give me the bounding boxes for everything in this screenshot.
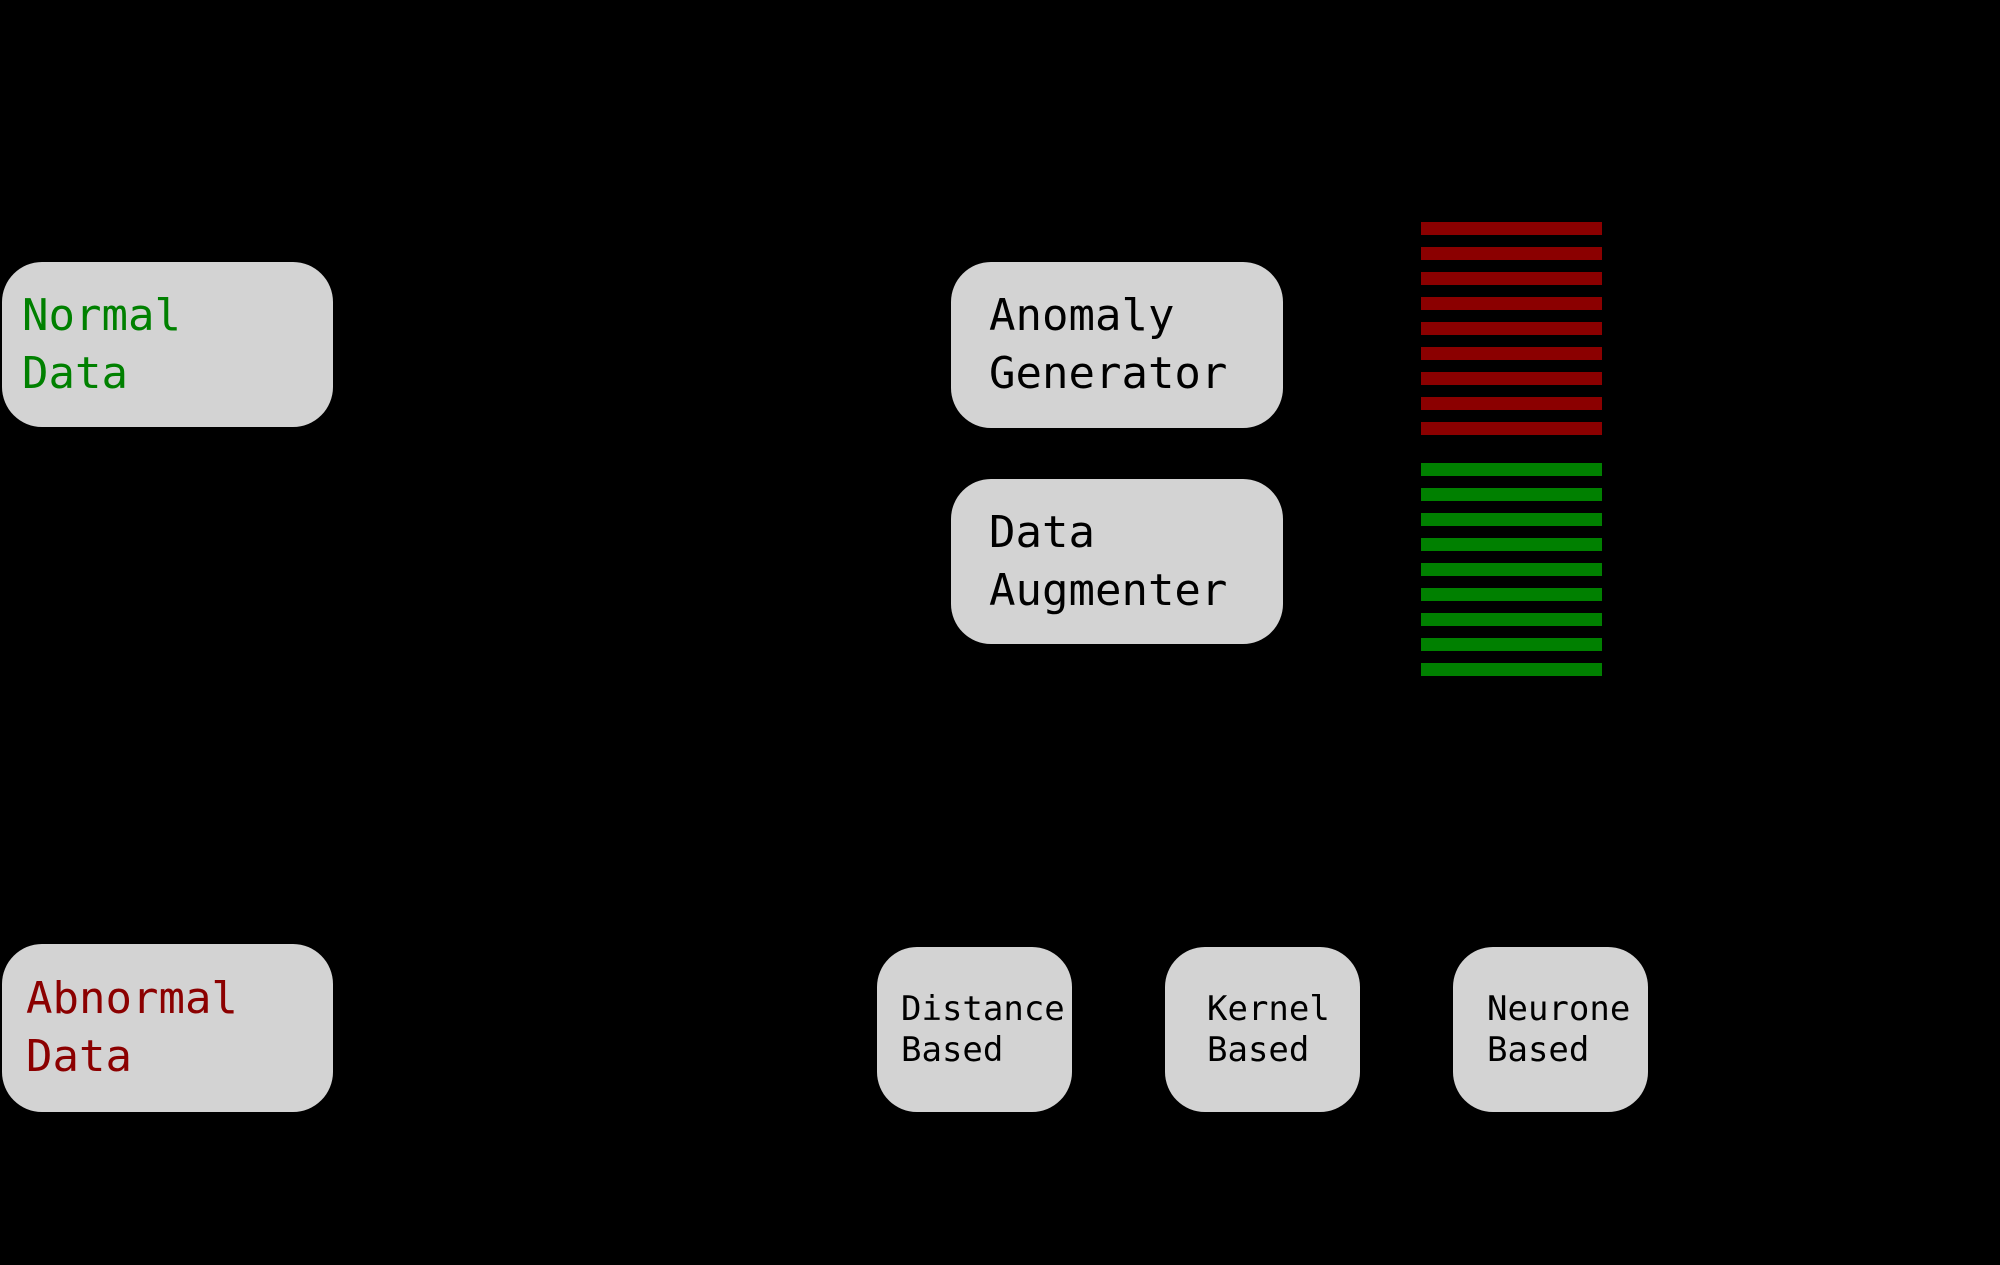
stripe [1421, 663, 1602, 676]
stripe [1421, 538, 1602, 551]
stripe [1421, 347, 1602, 360]
anomaly-generator-label: Anomaly Generator [989, 290, 1228, 399]
abnormal-data-label: Abnormal Data [26, 973, 238, 1082]
stripe [1421, 613, 1602, 626]
stripe [1421, 247, 1602, 260]
stripe [1421, 513, 1602, 526]
data-augmenter-label: Data Augmenter [989, 506, 1228, 616]
abnormal-data-stripe-stack [1421, 222, 1602, 435]
node-neurone-based: Neurone Based [1453, 947, 1648, 1112]
stripe [1421, 488, 1602, 501]
stripe [1421, 588, 1602, 601]
stripe [1421, 222, 1602, 235]
stripe [1421, 463, 1602, 476]
neurone-based-label: Neurone Based [1487, 988, 1631, 1070]
node-anomaly-generator: Anomaly Generator [951, 262, 1283, 428]
stripe [1421, 397, 1602, 410]
node-data-augmenter: Data Augmenter [951, 479, 1283, 644]
node-abnormal-data: Abnormal Data [2, 944, 333, 1112]
normal-data-stripe-stack [1421, 463, 1602, 676]
node-distance-based: Distance Based [877, 947, 1072, 1112]
kernel-based-label: Kernel Based [1207, 988, 1330, 1070]
stripe [1421, 563, 1602, 576]
distance-based-label: Distance Based [901, 988, 1065, 1070]
stripe [1421, 638, 1602, 651]
node-kernel-based: Kernel Based [1165, 947, 1360, 1112]
stripe [1421, 322, 1602, 335]
stripe [1421, 372, 1602, 385]
normal-data-label: Normal Data [22, 289, 181, 399]
node-normal-data: Normal Data [2, 262, 333, 427]
stripe [1421, 297, 1602, 310]
stripe [1421, 272, 1602, 285]
stripe [1421, 422, 1602, 435]
